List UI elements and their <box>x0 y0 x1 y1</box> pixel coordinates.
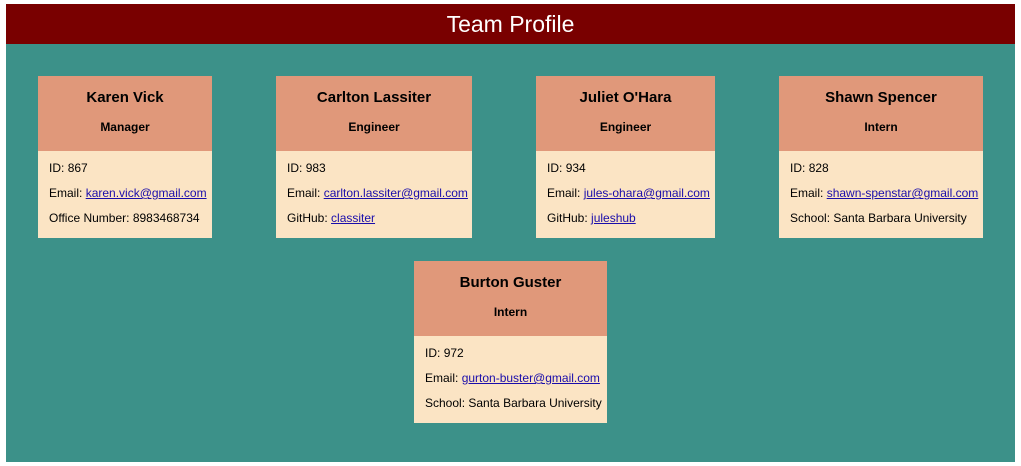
id-label: ID: <box>425 346 441 360</box>
card-details: ID: 867 Email: karen.vick@gmail.com Offi… <box>38 151 212 238</box>
employee-name: Juliet O'Hara <box>579 89 672 106</box>
card-header: Juliet O'Hara Engineer <box>536 76 715 151</box>
github-row: GitHub: classiter <box>287 211 472 236</box>
card-details: ID: 828 Email: shawn-spenstar@gmail.com … <box>779 151 983 238</box>
email-label: Email: <box>287 186 321 200</box>
email-row: Email: shawn-spenstar@gmail.com <box>790 186 983 211</box>
employee-name: Carlton Lassiter <box>316 89 432 106</box>
page-container: Team Profile Karen Vick Manager ID: 867 … <box>6 4 1015 462</box>
email-row: Email: jules-ohara@gmail.com <box>547 186 715 211</box>
school-row: School: Santa Barbara University <box>790 211 983 236</box>
card-header: Shawn Spencer Intern <box>779 76 983 151</box>
id-value: 828 <box>808 161 829 175</box>
id-row: ID: 828 <box>790 161 983 186</box>
employee-card-intern: Burton Guster Intern ID: 972 Email: gurt… <box>414 261 607 423</box>
email-link[interactable]: gurton-buster@gmail.com <box>461 371 600 385</box>
employee-card-intern: Shawn Spencer Intern ID: 828 Email: shaw… <box>779 76 983 238</box>
school-row: School: Santa Barbara University <box>425 396 607 421</box>
id-row: ID: 972 <box>425 346 607 371</box>
id-row: ID: 983 <box>287 161 472 186</box>
office-number-label: Office Number: <box>49 211 130 225</box>
school-label: School: <box>425 396 466 410</box>
employee-role: Engineer <box>348 120 400 134</box>
card-details: ID: 972 Email: gurton-buster@gmail.com S… <box>414 336 607 423</box>
page-title: Team Profile <box>6 4 1015 44</box>
id-value: 983 <box>305 161 326 175</box>
card-header: Burton Guster Intern <box>414 261 607 336</box>
school-label: School: <box>790 211 831 225</box>
card-details: ID: 934 Email: jules-ohara@gmail.com Git… <box>536 151 715 238</box>
email-row: Email: carlton.lassiter@gmail.com <box>287 186 472 211</box>
employee-card-engineer: Juliet O'Hara Engineer ID: 934 Email: ju… <box>536 76 715 238</box>
employee-card-engineer: Carlton Lassiter Engineer ID: 983 Email:… <box>276 76 472 238</box>
id-label: ID: <box>547 161 563 175</box>
id-value: 972 <box>443 346 464 360</box>
employee-name: Burton Guster <box>459 274 562 291</box>
email-label: Email: <box>790 186 824 200</box>
email-label: Email: <box>425 371 459 385</box>
id-label: ID: <box>287 161 303 175</box>
github-label: GitHub: <box>287 211 328 225</box>
id-label: ID: <box>49 161 65 175</box>
employee-role: Engineer <box>599 120 652 134</box>
email-row: Email: karen.vick@gmail.com <box>49 186 212 211</box>
employee-name: Karen Vick <box>86 89 164 106</box>
card-header: Carlton Lassiter Engineer <box>276 76 472 151</box>
office-number-value: 8983468734 <box>132 211 200 225</box>
email-label: Email: <box>547 186 581 200</box>
email-link[interactable]: karen.vick@gmail.com <box>85 186 207 200</box>
github-row: GitHub: juleshub <box>547 211 715 236</box>
school-value: Santa Barbara University <box>468 396 602 410</box>
card-header: Karen Vick Manager <box>38 76 212 151</box>
employee-name: Shawn Spencer <box>825 89 937 106</box>
email-link[interactable]: shawn-spenstar@gmail.com <box>826 186 979 200</box>
email-link[interactable]: carlton.lassiter@gmail.com <box>323 186 468 200</box>
id-row: ID: 867 <box>49 161 212 186</box>
employee-role: Manager <box>100 120 150 134</box>
id-value: 934 <box>565 161 586 175</box>
employee-card-manager: Karen Vick Manager ID: 867 Email: karen.… <box>38 76 212 238</box>
employee-role: Intern <box>493 305 528 319</box>
email-label: Email: <box>49 186 83 200</box>
card-details: ID: 983 Email: carlton.lassiter@gmail.co… <box>276 151 472 238</box>
id-value: 867 <box>67 161 88 175</box>
github-label: GitHub: <box>547 211 588 225</box>
id-label: ID: <box>790 161 806 175</box>
github-link[interactable]: classiter <box>331 211 376 225</box>
id-row: ID: 934 <box>547 161 715 186</box>
employee-role: Intern <box>864 120 898 134</box>
email-link[interactable]: jules-ohara@gmail.com <box>583 186 710 200</box>
email-row: Email: gurton-buster@gmail.com <box>425 371 607 396</box>
office-number-row: Office Number: 8983468734 <box>49 211 212 236</box>
school-value: Santa Barbara University <box>833 211 967 225</box>
github-link[interactable]: juleshub <box>591 211 636 225</box>
